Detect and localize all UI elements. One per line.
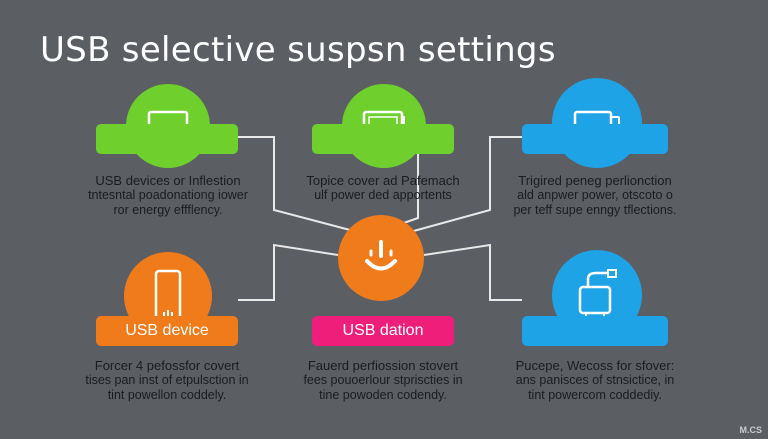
node-bar-top-center [312, 124, 454, 154]
connector-line [423, 243, 522, 301]
node-caption-top-left: USB devices or Inflestion tntesntal poad… [88, 173, 248, 217]
node-caption-bottom-right: Pucepe, Wecoss for sfover: ans panisces … [515, 358, 675, 402]
node-bar-bottom-left: USB device [96, 316, 238, 346]
node-circle-top-right [552, 78, 642, 168]
node-caption-top-right: Trigired peneg perlionction ald anpwer p… [513, 173, 677, 217]
node-caption-bottom-center: Fauerd perfiossion stovert fees pouoerlo… [303, 358, 463, 402]
node-bar-bottom-center: USB dation [312, 316, 454, 346]
connector-line [238, 243, 339, 301]
watermark: M.CS [739, 425, 763, 435]
connector-line [238, 136, 351, 231]
node-bar-top-right [522, 124, 668, 154]
node-bar-bottom-right [522, 316, 668, 346]
node-caption-top-center: Topice cover ad Pafemach ulf power ded a… [306, 173, 460, 202]
power-smile-icon [365, 240, 397, 271]
node-caption-bottom-left: Forcer 4 pefossfor covert tises pan inst… [85, 358, 249, 402]
connector-line [409, 136, 522, 233]
power-hub [338, 215, 424, 301]
page-title: USB selective suspsn settings [40, 30, 556, 70]
node-bar-top-left [96, 124, 238, 154]
usb-plug-icon [578, 269, 617, 318]
